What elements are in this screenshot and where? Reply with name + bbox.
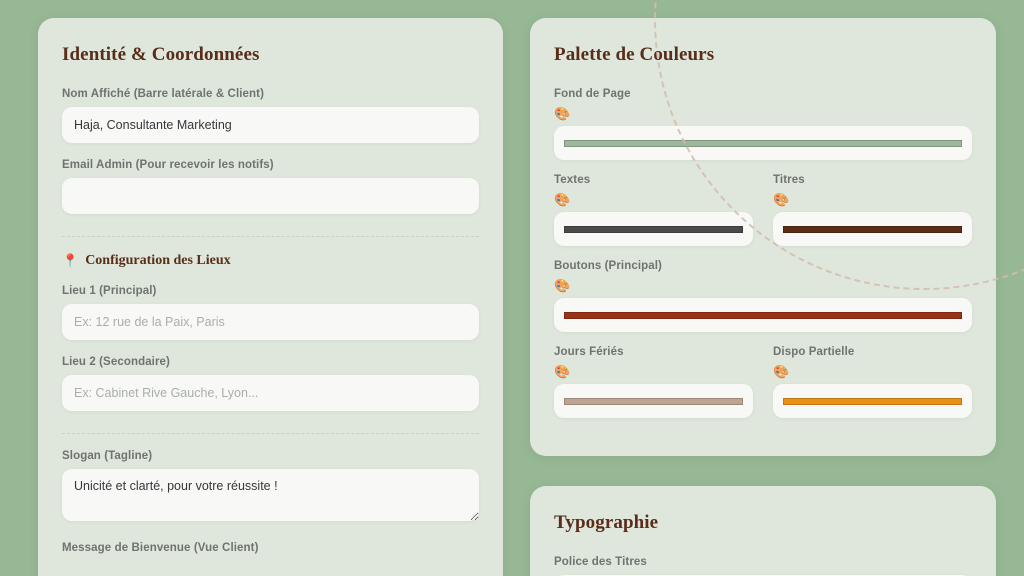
typography-card: Typographie Police des Titres xyxy=(530,486,996,576)
divider-tagline xyxy=(62,433,479,434)
color-picker-titres[interactable] xyxy=(773,212,972,246)
identity-card: Identité & Coordonnées Nom Affiché (Barr… xyxy=(38,18,503,576)
heading-font-label: Police des Titres xyxy=(554,556,647,568)
display-name-field: Nom Affiché (Barre latérale & Client) xyxy=(62,88,479,143)
typography-card-title: Typographie xyxy=(554,512,659,533)
color-bar-textes xyxy=(564,225,743,233)
location-2-field: Lieu 2 (Secondaire) xyxy=(62,356,479,411)
tagline-textarea[interactable] xyxy=(62,469,479,521)
admin-email-input[interactable] xyxy=(62,178,479,214)
palette-card-title: Palette de Couleurs xyxy=(554,44,715,65)
tagline-field: Slogan (Tagline) xyxy=(62,450,479,526)
location-1-label: Lieu 1 (Principal) xyxy=(62,285,157,297)
color-label-jours-feries: Jours Fériés xyxy=(554,346,624,358)
color-picker-boutons[interactable] xyxy=(554,298,972,332)
color-field-textes: Textes 🎨 xyxy=(554,174,753,246)
identity-card-title: Identité & Coordonnées xyxy=(62,44,260,65)
color-bar-fond-de-page xyxy=(564,139,962,147)
color-field-fond-de-page: Fond de Page 🎨 xyxy=(554,88,972,160)
display-name-label: Nom Affiché (Barre latérale & Client) xyxy=(62,88,265,100)
locations-section-label: Configuration des Lieux xyxy=(85,253,231,268)
welcome-message-field: Message de Bienvenue (Vue Client) xyxy=(62,542,479,554)
location-1-field: Lieu 1 (Principal) xyxy=(62,285,479,340)
color-label-fond-de-page: Fond de Page xyxy=(554,88,631,100)
color-picker-textes[interactable] xyxy=(554,212,753,246)
color-picker-fond-de-page[interactable] xyxy=(554,126,972,160)
color-field-jours-feries: Jours Fériés 🎨 xyxy=(554,346,753,418)
color-picker-jours-feries[interactable] xyxy=(554,384,753,418)
color-field-boutons: Boutons (Principal) 🎨 xyxy=(554,260,972,332)
location-2-label: Lieu 2 (Secondaire) xyxy=(62,356,170,368)
left-column: Identité & Coordonnées Nom Affiché (Barr… xyxy=(38,18,503,576)
color-label-dispo-partielle: Dispo Partielle xyxy=(773,346,855,358)
location-1-input[interactable] xyxy=(62,304,479,340)
artist-palette-icon: 🎨 xyxy=(554,192,571,207)
color-label-boutons: Boutons (Principal) xyxy=(554,260,662,272)
palette-card: Palette de Couleurs Fond de Page 🎨 Texte… xyxy=(530,18,996,456)
color-label-titres: Titres xyxy=(773,174,805,186)
color-bar-jours-feries xyxy=(564,397,743,405)
tagline-label: Slogan (Tagline) xyxy=(62,450,153,462)
color-field-dispo-partielle: Dispo Partielle 🎨 xyxy=(773,346,972,418)
round-pushpin-icon: 📍 xyxy=(62,253,79,268)
artist-palette-icon: 🎨 xyxy=(773,364,790,379)
color-picker-dispo-partielle[interactable] xyxy=(773,384,972,418)
color-bar-titres xyxy=(783,225,962,233)
heading-font-field: Police des Titres xyxy=(554,556,972,576)
color-row-textes-titres: Textes 🎨 Titres 🎨 xyxy=(554,174,972,260)
admin-email-field: Email Admin (Pour recevoir les notifs) xyxy=(62,159,479,214)
artist-palette-icon: 🎨 xyxy=(554,106,571,121)
welcome-message-label: Message de Bienvenue (Vue Client) xyxy=(62,542,259,554)
artist-palette-icon: 🎨 xyxy=(773,192,790,207)
locations-section-title: 📍 Configuration des Lieux xyxy=(62,253,479,269)
color-bar-boutons xyxy=(564,311,962,319)
location-2-input[interactable] xyxy=(62,375,479,411)
artist-palette-icon: 🎨 xyxy=(554,364,571,379)
color-label-textes: Textes xyxy=(554,174,591,186)
artist-palette-icon: 🎨 xyxy=(554,278,571,293)
color-bar-dispo-partielle xyxy=(783,397,962,405)
display-name-input[interactable] xyxy=(62,107,479,143)
divider-locations xyxy=(62,236,479,237)
color-field-titres: Titres 🎨 xyxy=(773,174,972,246)
color-row-feries-dispo: Jours Fériés 🎨 Dispo Partielle 🎨 xyxy=(554,346,972,432)
right-column: Palette de Couleurs Fond de Page 🎨 Texte… xyxy=(530,18,996,576)
admin-email-label: Email Admin (Pour recevoir les notifs) xyxy=(62,159,274,171)
